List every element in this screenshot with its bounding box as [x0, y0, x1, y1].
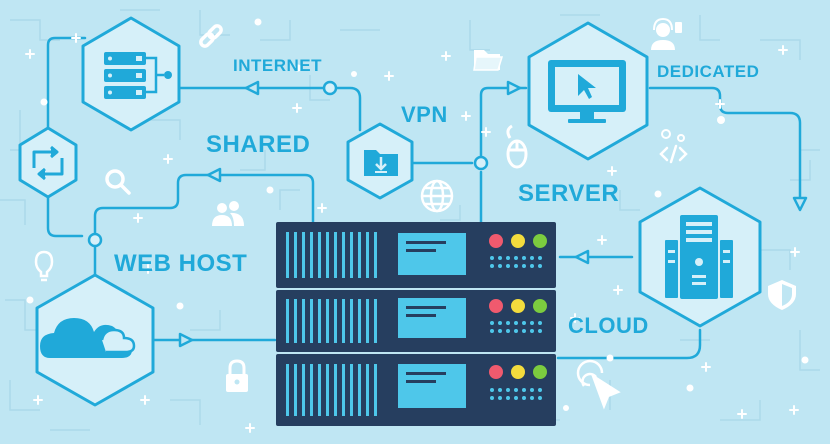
tower-server-icon [665, 215, 733, 299]
server-rack-icon [104, 52, 172, 99]
arrow-right-icon [178, 332, 194, 348]
server-stack [276, 222, 556, 426]
sparkles [25, 33, 800, 433]
hexagon-server-rack [81, 16, 181, 132]
status-led-green [533, 365, 547, 379]
server-unit-middle [276, 290, 556, 352]
label-server: SERVER [518, 180, 620, 207]
status-led-red [489, 299, 503, 313]
server-screen [398, 364, 466, 408]
status-led-yellow [511, 365, 525, 379]
link-icon [199, 24, 223, 48]
status-led-green [533, 234, 547, 248]
arrow-down-icon [792, 196, 808, 212]
hexagon-cloud [35, 273, 155, 407]
label-cloud: CLOUD [568, 313, 649, 338]
label-shared: SHARED [206, 131, 311, 158]
vent-slots [286, 232, 377, 278]
status-led-red [489, 234, 503, 248]
hexagon-refresh [18, 126, 78, 199]
cloud-icon [40, 318, 136, 358]
mouse-icon [506, 124, 528, 169]
server-unit-top [276, 222, 556, 288]
label-dedicated: DEDICATED [657, 62, 760, 81]
label-web-host: WEB HOST [114, 250, 248, 277]
support-agent-icon [651, 17, 682, 50]
server-screen [398, 233, 466, 275]
status-led-yellow [511, 299, 525, 313]
junction-dots [87, 80, 489, 248]
server-unit-bottom [276, 354, 556, 426]
label-vpn: VPN [401, 102, 448, 127]
search-icon [105, 169, 131, 195]
lightbulb-icon [34, 250, 54, 282]
status-led-green [533, 299, 547, 313]
arrow-left-icon [244, 80, 260, 96]
lock-icon [226, 359, 248, 392]
folder-icon [473, 50, 504, 71]
dots [26, 18, 809, 411]
refresh-icon [32, 145, 64, 181]
arrow-right-icon [506, 80, 522, 96]
code-icon [659, 129, 688, 164]
globe-icon [420, 179, 454, 213]
users-icon [212, 201, 244, 226]
arrow-left-icon [574, 249, 590, 265]
arrow-heads [178, 80, 808, 348]
status-led-yellow [511, 234, 525, 248]
status-led-red [489, 365, 503, 379]
server-screen [398, 298, 466, 338]
arrow-left-icon [206, 167, 222, 183]
download-folder-icon [364, 150, 398, 176]
shield-icon [768, 280, 796, 310]
cursor-click-icon [576, 359, 621, 410]
hexagon-monitor [527, 21, 649, 161]
hexagon-tower-server [638, 186, 762, 328]
hexagon-vpn-download [346, 122, 414, 200]
label-internet: INTERNET [233, 56, 322, 75]
monitor-cursor-icon [548, 60, 626, 123]
